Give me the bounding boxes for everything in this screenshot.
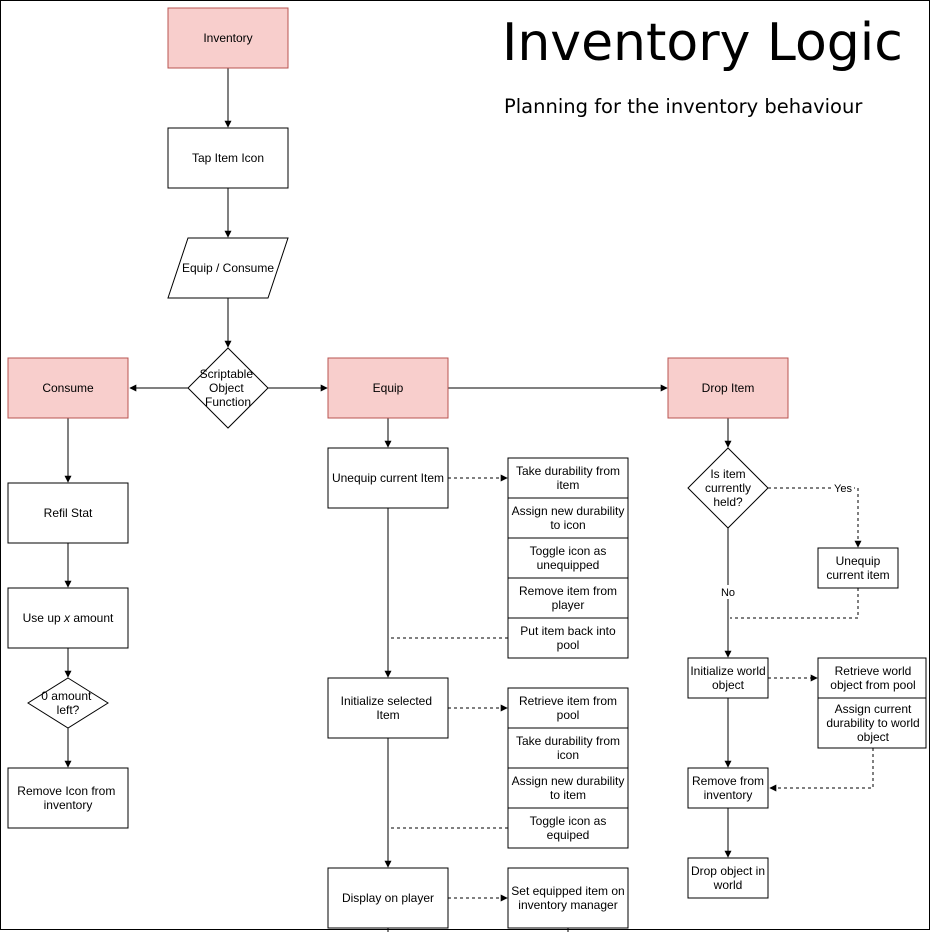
drop-item-node: Drop Item — [667, 357, 789, 419]
zero-amount-decision: 0 amount left? — [27, 677, 109, 729]
no-label-bg — [719, 585, 737, 599]
initialize-selected-item-label: Initialize selected Item — [341, 694, 436, 722]
init-selected-line-2: Item — [376, 708, 399, 722]
yes-label-bg — [832, 481, 854, 495]
consume-node: Consume — [7, 357, 129, 419]
zero-line-1: 0 amount — [41, 689, 92, 703]
use-up-var: x — [63, 611, 71, 625]
dashed-edges — [390, 474, 874, 902]
refil-stat-node: Refil Stat — [7, 482, 129, 544]
yes-label: Yes — [834, 483, 852, 495]
equip-node: Equip — [327, 357, 449, 419]
inventory-node: Inventory — [167, 7, 289, 69]
edge-held-yes-unequip — [768, 487, 862, 548]
page-title: Inventory Logic — [502, 13, 903, 73]
scriptable-line-1: Scriptable — [200, 367, 254, 381]
remove-icon-node: Remove Icon from inventory — [7, 767, 129, 829]
tap-item-icon-node: Tap Item Icon — [167, 127, 289, 189]
refil-stat-label: Refil Stat — [44, 506, 93, 520]
use-up-amount-label: Use up x amount — [23, 611, 114, 625]
inventory-label: Inventory — [203, 31, 252, 45]
unequip-current-item-node: Unequip current Item — [327, 447, 449, 509]
edge-unequip-return — [730, 588, 859, 619]
zero-amount-label: 0 amount left? — [41, 689, 94, 717]
remove-icon-line-1: Remove Icon from — [17, 784, 115, 798]
init-selected-line-1: Initialize selected — [341, 694, 432, 708]
use-up-prefix: Use up — [23, 611, 64, 625]
use-up-suffix: amount — [70, 611, 114, 625]
unequip-current-item-label: Unequip current Item — [332, 471, 444, 485]
equip-label: Equip — [373, 381, 404, 395]
remove-icon-label: Remove Icon from inventory — [17, 784, 118, 812]
remove-icon-line-2: inventory — [44, 798, 93, 812]
zero-line-2: left? — [57, 703, 80, 717]
scriptable-object-decision: Scriptable Object Function — [187, 347, 269, 429]
display-on-player-node: Display on player — [327, 867, 449, 929]
page-subtitle: Planning for the inventory behaviour — [504, 95, 863, 118]
scriptable-line-3: Function — [205, 395, 251, 409]
consume-label: Consume — [42, 381, 94, 395]
no-label: No — [721, 587, 735, 599]
scriptable-line-2: Object — [209, 381, 244, 395]
scriptable-object-label: Scriptable Object Function — [200, 367, 257, 409]
solid-edges — [64, 68, 732, 932]
initialize-selected-item-node: Initialize selected Item — [327, 677, 449, 739]
equip-consume-label: Equip / Consume — [182, 261, 274, 275]
tap-item-icon-label: Tap Item Icon — [192, 151, 264, 165]
drop-item-label: Drop Item — [702, 381, 755, 395]
equip-consume-node: Equip / Consume — [167, 237, 289, 299]
display-on-player-label: Display on player — [342, 891, 434, 905]
edge-list-remove — [769, 748, 874, 792]
use-up-amount-node: Use up x amount — [7, 587, 129, 649]
